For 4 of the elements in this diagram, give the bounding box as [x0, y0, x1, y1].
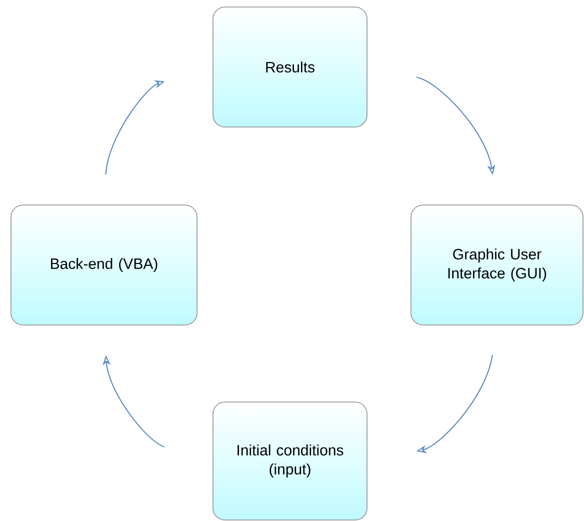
process-box: Initial conditions (input): [212, 402, 368, 520]
process-box: Back-end (VBA): [10, 204, 198, 326]
process-box: Results: [212, 6, 368, 128]
process-box: Graphic User Interface (GUI): [410, 204, 584, 326]
